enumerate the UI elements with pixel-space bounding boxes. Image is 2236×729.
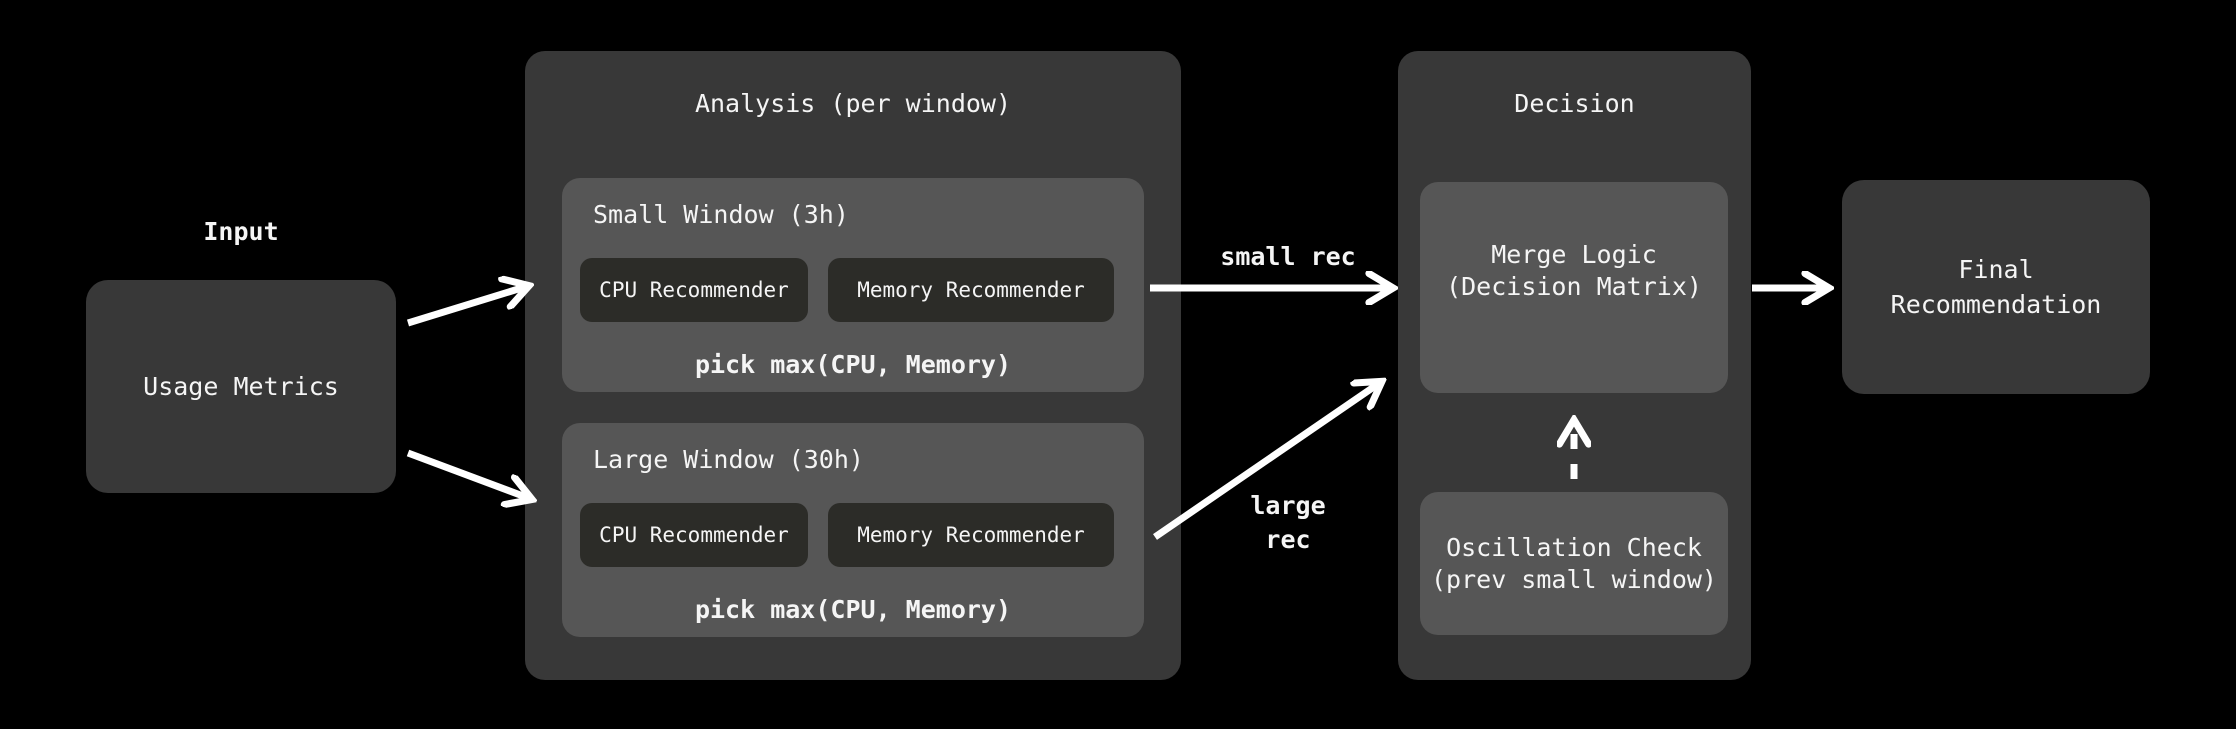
- small-window-memory-recommender: Memory Recommender: [828, 258, 1114, 322]
- small-window-memory-recommender-label: Memory Recommender: [857, 278, 1085, 302]
- merge-logic-line2: (Decision Matrix): [1446, 272, 1702, 301]
- input-section-label: Input: [203, 217, 279, 246]
- oscillation-check-line1: Oscillation Check: [1446, 532, 1702, 562]
- node-final-recommendation: Final Recommendation: [1842, 180, 2150, 394]
- merge-logic-line1: Merge Logic: [1491, 240, 1657, 269]
- edge-label-small-rec: small rec: [1220, 242, 1356, 271]
- small-window-cpu-recommender: CPU Recommender: [580, 258, 808, 322]
- large-window-memory-recommender: Memory Recommender: [828, 503, 1114, 567]
- analysis-title: Analysis (per window): [694, 89, 1012, 118]
- small-window-title: Small Window (3h): [593, 200, 849, 229]
- large-window-pick-max-label: pick max(CPU, Memory): [694, 595, 1012, 624]
- final-recommendation-line2: Recommendation: [1890, 290, 2102, 319]
- decision-title: Decision: [1514, 89, 1635, 118]
- edge-label-large-rec-line2: rec: [1265, 525, 1311, 554]
- oscillation-check-line2: (prev small window): [1431, 564, 1717, 594]
- small-window-box: Small Window (3h) CPU Recommender Memory…: [562, 178, 1144, 392]
- small-window-cpu-recommender-label: CPU Recommender: [599, 278, 789, 302]
- large-window-cpu-recommender-label: CPU Recommender: [599, 523, 789, 547]
- analysis-container: Analysis (per window) Small Window (3h) …: [525, 51, 1181, 680]
- large-window-box: Large Window (30h) CPU Recommender Memor…: [562, 423, 1144, 637]
- node-usage-metrics: Usage Metrics: [86, 280, 396, 493]
- edge-label-large-rec: large rec: [1170, 489, 1406, 557]
- edge-label-large-rec-line1: large: [1250, 491, 1326, 520]
- edge-usage-to-small-window-arrow: [406, 286, 528, 327]
- node-usage-metrics-text: Usage Metrics: [143, 372, 339, 401]
- small-window-pick-max-label: pick max(CPU, Memory): [694, 350, 1012, 379]
- decision-container: Decision Merge Logic (Decision Matrix) O…: [1398, 51, 1751, 680]
- edge-usage-to-large-window-arrow: [406, 449, 531, 499]
- oscillation-check-box: Oscillation Check (prev small window): [1420, 492, 1728, 635]
- merge-logic-box: Merge Logic (Decision Matrix): [1420, 182, 1728, 393]
- final-recommendation-line1: Final: [1958, 255, 2034, 284]
- large-window-memory-recommender-label: Memory Recommender: [857, 523, 1085, 547]
- large-window-title: Large Window (30h): [593, 445, 864, 474]
- large-window-cpu-recommender: CPU Recommender: [580, 503, 808, 567]
